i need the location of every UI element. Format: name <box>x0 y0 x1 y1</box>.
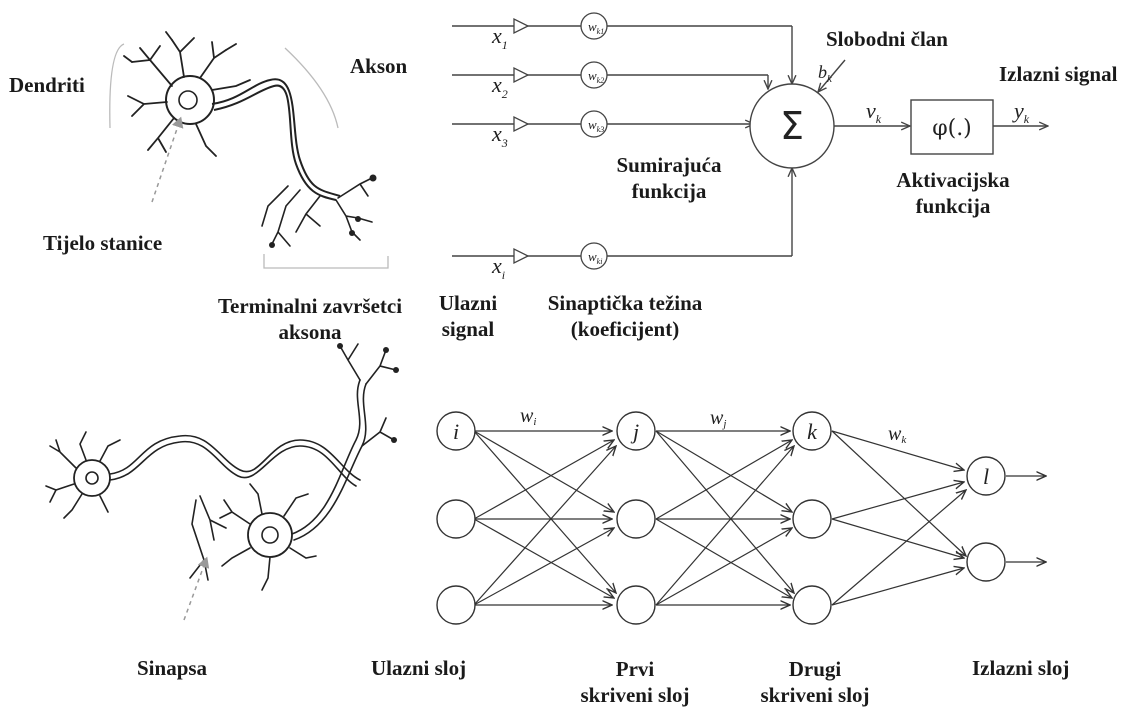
svg-text:wk2: wk2 <box>588 68 604 85</box>
node-hidden1-3 <box>616 585 656 625</box>
node-output-2 <box>966 542 1006 582</box>
label-tijelo-stanice: Tijelo stanice <box>43 231 163 255</box>
activation-symbol: φ(.) <box>932 116 972 141</box>
perceptron-diagram: Σ φ(.) x1 x2 x3 xi wk1 wk2 wk3 wki bk vk… <box>452 12 1048 282</box>
svg-text:x1: x1 <box>491 23 508 52</box>
label-izlazni-signal: Izlazni signal <box>999 62 1118 86</box>
label-drugi-skriveni-sloj: Drugi skriveni sloj <box>740 656 890 708</box>
label-ulazni-line1: Ulazni <box>438 291 498 315</box>
synapse-illustration <box>45 343 399 621</box>
bias-symbol: bk <box>818 62 833 85</box>
weight-symbols: wk1 wk2 wk3 wki <box>588 19 604 266</box>
label-ulazni-signal: Ulazni signal <box>428 290 508 342</box>
label-prvi-line1: Prvi <box>615 657 655 681</box>
label-prvi-line2: skriveni sloj <box>580 683 690 707</box>
label-terminalni-zavrsetci: Terminalni završetci aksona <box>190 293 430 345</box>
label-aktivacijska-line1: Aktivacijska <box>896 168 1010 192</box>
svg-text:wki: wki <box>588 249 602 266</box>
weight-wj: wj <box>710 407 726 430</box>
label-sinapticka-line2: (koeficijent) <box>570 317 680 341</box>
sum-symbol: Σ <box>780 104 804 148</box>
node-input-1 <box>436 411 476 451</box>
node-j-label: j <box>630 419 639 444</box>
node-hidden2-1 <box>792 411 832 451</box>
svg-text:wk1: wk1 <box>588 19 604 36</box>
label-izlazni-sloj: Izlazni sloj <box>972 656 1070 680</box>
svg-text:x2: x2 <box>491 72 508 101</box>
node-l-label: l <box>983 464 989 489</box>
node-input-2 <box>436 499 476 539</box>
label-terminalni-line2: aksona <box>278 320 342 344</box>
label-akson: Akson <box>350 54 408 78</box>
neuron-illustration <box>109 31 389 269</box>
input-symbols: x1 x2 x3 xi <box>491 23 508 282</box>
label-drugi-line1: Drugi <box>788 657 842 681</box>
weight-wi: wi <box>520 405 536 428</box>
label-terminalni-line1: Terminalni završetci <box>217 294 403 318</box>
svg-text:xi: xi <box>491 253 505 282</box>
neural-network: i j k l wi wj wk <box>436 405 1046 625</box>
label-prvi-skriveni-sloj: Prvi skriveni sloj <box>560 656 710 708</box>
label-sumirajuca-line2: funkcija <box>631 179 707 203</box>
label-aktivacijska-line2: funkcija <box>915 194 991 218</box>
label-sinapticka-line1: Sinaptička težina <box>547 291 703 315</box>
label-slobodni-clan: Slobodni član <box>826 27 948 51</box>
label-sumirajuca-line1: Sumirajuća <box>616 153 722 177</box>
label-aktivacijska-funkcija: Aktivacijska funkcija <box>884 167 1022 219</box>
svg-text:wk3: wk3 <box>588 117 604 134</box>
node-hidden2-3 <box>792 585 832 625</box>
label-ulazni-line2: signal <box>441 317 495 341</box>
svg-text:x3: x3 <box>491 121 508 150</box>
node-input-3 <box>436 585 476 625</box>
node-k-label: k <box>807 419 818 444</box>
label-drugi-line2: skriveni sloj <box>760 683 870 707</box>
v-symbol: vk <box>866 98 882 126</box>
weight-wk: wk <box>888 423 907 446</box>
label-ulazni-sloj: Ulazni sloj <box>371 656 467 680</box>
label-sinapsa: Sinapsa <box>137 656 208 680</box>
label-dendriti: Dendriti <box>9 73 85 97</box>
node-i-label: i <box>453 419 459 444</box>
activation-box <box>910 99 994 155</box>
label-sumirajuca-funkcija: Sumirajuća funkcija <box>604 152 734 204</box>
node-hidden1-2 <box>616 499 656 539</box>
node-output-1 <box>966 456 1006 496</box>
label-sinapticka-tezina: Sinaptička težina (koeficijent) <box>530 290 720 342</box>
node-hidden2-2 <box>792 499 832 539</box>
y-symbol: yk <box>1012 98 1030 126</box>
node-hidden1-1 <box>616 411 656 451</box>
